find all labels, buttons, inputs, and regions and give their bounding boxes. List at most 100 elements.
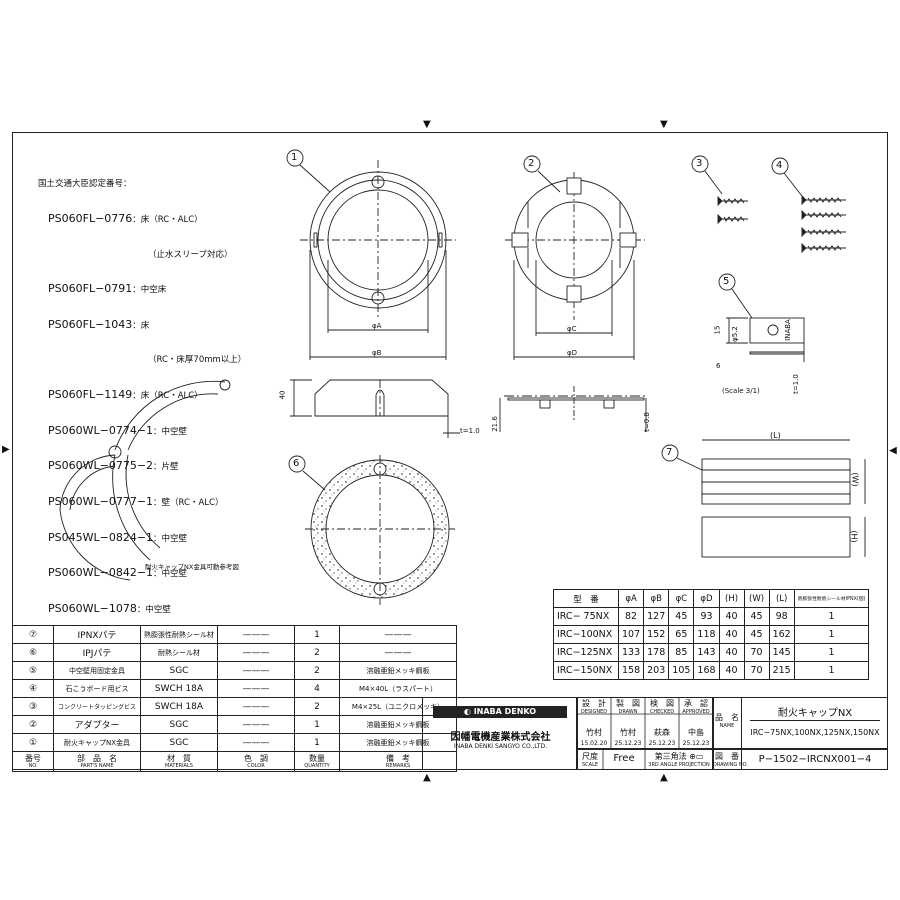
title-block-drawing-no <box>713 749 888 770</box>
dim-phi-a: φA <box>372 322 382 330</box>
company-name-jp: 因幡電機産業株式会社 <box>450 732 551 743</box>
spec-header-cell: 型 番 <box>553 589 619 608</box>
part-color: ——— <box>217 715 295 734</box>
certification-line: PS060FL−1043：床 <box>48 317 150 331</box>
dim-height-40: 40 <box>278 390 287 400</box>
part-material: SGC <box>140 661 218 680</box>
part-name: IPJパテ <box>53 643 141 662</box>
part-remarks: 溶融亜鉛メッキ鋼板 <box>339 661 457 680</box>
dim-length-l: (L) <box>770 431 781 440</box>
company-logo: ◐ INABA DENKO <box>433 706 567 718</box>
certification-line: PS060FL−1149：床（RC・ALC） <box>48 388 203 402</box>
role-designed-date: 15.02.20 <box>580 740 608 747</box>
certification-line: PS060FL−0791：中空床 <box>48 282 167 296</box>
spec-cell: 152 <box>643 625 670 644</box>
part-number: ⑦ <box>12 625 54 644</box>
role-checked-name: 萩森 <box>654 728 670 737</box>
parts-row: ③ コンクリートタッピングビス SWCH 18A ——— 2 M4×25L（ユニ… <box>12 697 457 716</box>
part-6-seal-drawing <box>288 455 455 605</box>
dim-hole-5-2: φ5.2 <box>730 326 739 342</box>
spec-header-cell: φB <box>643 589 670 608</box>
part-name: コンクリートタッピングビス <box>53 697 141 716</box>
certification-line: PS045WL−0824−1：中空壁 <box>48 530 188 544</box>
part-material: 耐熱シール材 <box>140 643 218 662</box>
part-1-side-drawing <box>290 379 460 438</box>
part-color: ——— <box>217 733 295 752</box>
dim-width-w: (W) <box>850 472 860 487</box>
part-quantity: 2 <box>294 643 340 662</box>
title-block-divider <box>741 697 742 770</box>
part-4-screws-drawing <box>771 157 846 254</box>
spec-cell: IRC− 75NX <box>553 607 619 626</box>
company-name-en: INABA DENKI SANGYO CO.,LTD. <box>453 743 548 750</box>
certification-heading: 国土交通大臣認定番号： <box>38 179 132 190</box>
part-name: 石こうボード用ビス <box>53 679 141 698</box>
product-name-underline <box>750 720 880 721</box>
projection-symbol-icon: ⊕▭ <box>689 752 704 761</box>
spec-header-cell: (H) <box>718 589 745 608</box>
spec-cell: 65 <box>668 625 695 644</box>
role-checked-date: 25.12.23 <box>648 740 676 747</box>
parts-row: ① 耐火キャップNX金具 SGC ——— 1 溶融亜鉛メッキ鋼板 <box>12 733 457 752</box>
logo-mark-icon: ◐ <box>463 707 474 716</box>
parts-row: ⑤ 中空壁用固定金具 SGC ——— 2 溶融亜鉛メッキ鋼板 <box>12 661 457 680</box>
movable-reference-caption: 耐火キャップNX金具可動参考図 <box>145 563 239 571</box>
callout-3: 3 <box>696 158 703 169</box>
part-material: SGC <box>140 733 218 752</box>
dim-thickness-1-bracket: t=1.0 <box>791 374 800 394</box>
part-material: SGC <box>140 715 218 734</box>
role-approved-date: 25.12.23 <box>682 740 710 747</box>
part-7-putty-drawing <box>661 439 866 558</box>
title-block-name <box>713 697 888 749</box>
spec-cell: 127 <box>643 607 670 626</box>
parts-row: ⑦ IPNXパテ 熱膨張性耐熱シール材 ——— 1 ——— <box>12 625 457 644</box>
part-material: SWCH 18A <box>140 679 218 698</box>
part-name: 耐火キャップNX金具 <box>53 733 141 752</box>
part-number: ④ <box>12 679 54 698</box>
dim-15: 15 <box>713 325 722 335</box>
part-quantity: 4 <box>294 679 340 698</box>
dim-phi-b: φB <box>372 349 382 357</box>
spec-cell: 145 <box>768 643 795 662</box>
spec-cell: 82 <box>617 607 645 626</box>
role-approved-name: 中島 <box>688 728 704 737</box>
spec-cell: 93 <box>693 607 720 626</box>
certification-line: PS060WL−1078：中空壁 <box>48 601 171 615</box>
spec-header-cell: φA <box>617 589 645 608</box>
part-name: 中空壁用固定金具 <box>53 661 141 680</box>
spec-cell: 143 <box>693 643 720 662</box>
center-marker-left: ▼ <box>423 119 431 130</box>
part-quantity: 1 <box>294 715 340 734</box>
part-number: ③ <box>12 697 54 716</box>
dim-6: 6 <box>716 362 721 370</box>
spec-header-cell: 熱膨張性耐熱シール材IPNX(個) <box>793 589 870 608</box>
part-remarks: M4×40L（ラスパート） <box>339 679 457 698</box>
certification-line: PS060FL−0776：床（RC・ALC） <box>48 212 203 226</box>
part-quantity: 1 <box>294 733 340 752</box>
part-quantity: 2 <box>294 697 340 716</box>
spec-cell: 1 <box>793 643 870 662</box>
part-number: ⑤ <box>12 661 54 680</box>
callout-4: 4 <box>776 160 783 171</box>
center-marker-right: ▼ <box>660 119 668 130</box>
role-drawn-name: 竹村 <box>620 728 636 737</box>
spec-header-cell: φC <box>668 589 695 608</box>
spec-header-row: 型 番 φA φB φC φD (H) (W) (L) 熱膨張性耐熱シール材IP… <box>553 589 870 608</box>
part-2-side-drawing <box>499 386 647 432</box>
product-name: 耐火キャップNX <box>777 708 853 719</box>
part-remarks: ——— <box>339 643 457 662</box>
parts-row: ② アダプター SGC ——— 1 溶融亜鉛メッキ鋼板 <box>12 715 457 734</box>
